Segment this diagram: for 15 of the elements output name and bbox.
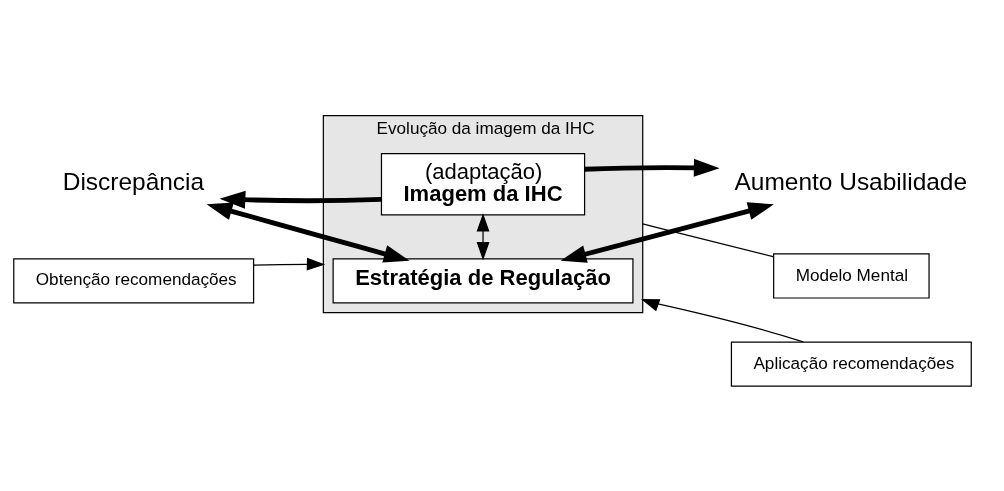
arrow <box>584 158 720 177</box>
node-box: (adaptação) Imagem da IHC <box>380 152 586 215</box>
arrow <box>253 257 326 271</box>
node-box: Estratégia de Regulação <box>332 257 634 303</box>
node-box: Aplicação recomendações <box>730 340 972 387</box>
node-box: Modelo Mental <box>773 252 930 299</box>
arrow <box>219 190 382 209</box>
node-text: Discrepância <box>62 167 205 195</box>
node-box: Obtenção recomendações <box>13 257 255 303</box>
arrow <box>560 201 774 263</box>
node-text: Aumento Usabilidade <box>734 167 968 195</box>
arrow <box>476 212 490 260</box>
arrow <box>206 202 410 263</box>
arrow <box>641 298 804 343</box>
connector <box>642 222 774 257</box>
